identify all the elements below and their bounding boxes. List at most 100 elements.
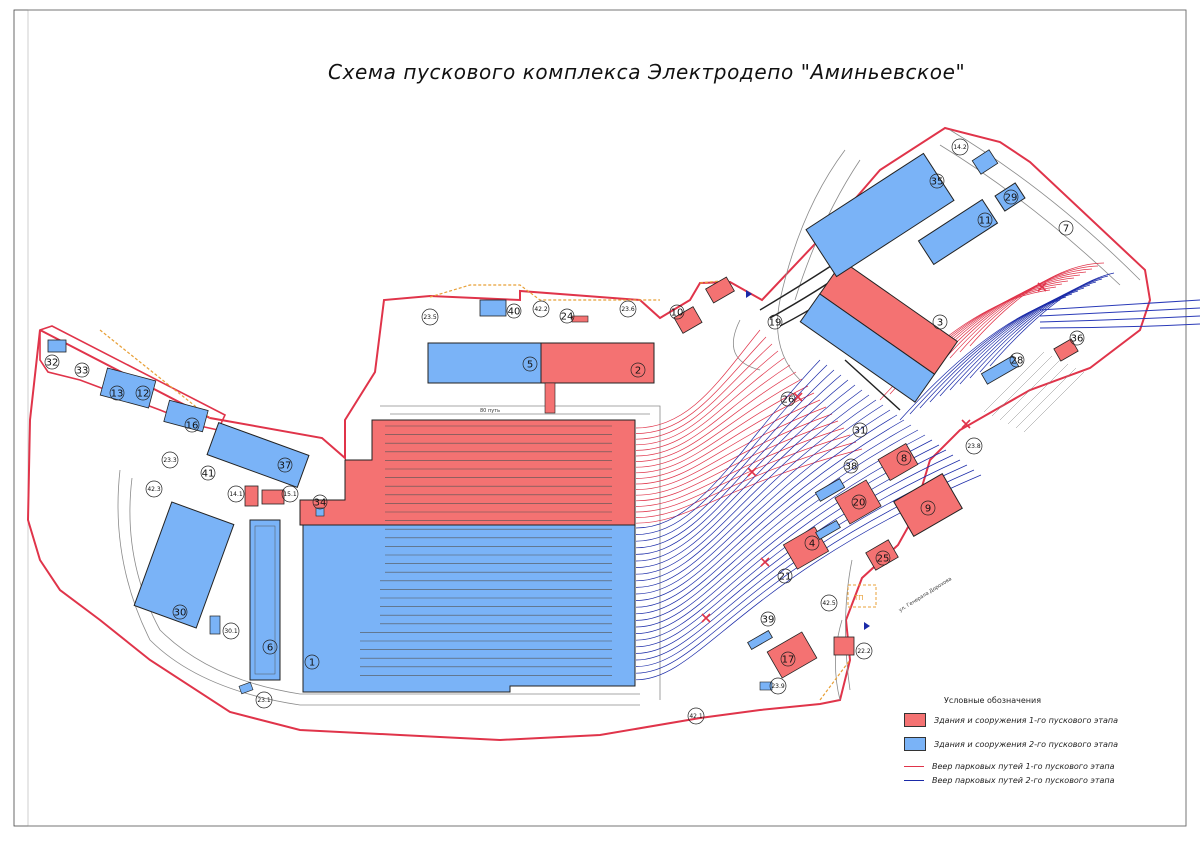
building-label-text: 30 xyxy=(174,608,187,619)
building-label: 28 xyxy=(1009,352,1025,368)
building-label: 14.2 xyxy=(951,138,969,156)
building-label-circle xyxy=(44,354,60,370)
building-10 xyxy=(673,306,703,334)
building-label: 23.3 xyxy=(161,451,179,469)
track-line-stage2 xyxy=(635,359,821,529)
legend: Условные обозначения Здания и сооружения… xyxy=(900,694,1190,794)
building-label-text: 23.1 xyxy=(257,697,271,704)
building-label: 23.1 xyxy=(255,691,273,709)
building-label-text: 34 xyxy=(314,498,327,509)
building-16-group xyxy=(163,399,209,433)
building-label-circle xyxy=(669,304,685,320)
building-label-text: 28 xyxy=(1011,356,1024,367)
building-38 xyxy=(814,478,846,502)
x-marker xyxy=(961,419,971,429)
legend-line xyxy=(904,779,924,781)
left-spur-boundary xyxy=(39,325,227,431)
building-label: 5 xyxy=(522,356,538,372)
building-label-text: 21 xyxy=(779,572,792,583)
legend-item-stage2-tracks: Веер парковых путей 2-го пускового этапа xyxy=(904,772,1115,788)
building-label: 14.1 xyxy=(227,485,245,503)
track-line-stage2 xyxy=(635,374,842,549)
track-line-stage1 xyxy=(635,427,845,507)
building-label-circle xyxy=(855,642,873,660)
building-35 xyxy=(805,152,955,278)
track-line-stage2 xyxy=(959,281,1097,385)
building-label-circle xyxy=(630,362,646,378)
building-label-text: 33 xyxy=(76,366,89,377)
building-39 xyxy=(747,629,773,651)
building-label: 34 xyxy=(312,494,328,510)
legend-line xyxy=(904,765,924,767)
building-label-text: 12 xyxy=(137,389,150,400)
building-label: 24 xyxy=(559,308,575,324)
building-label-text: 42.3 xyxy=(147,486,161,493)
flag-marker xyxy=(746,290,752,298)
building-label-text: 14.2 xyxy=(953,144,967,151)
building-label-circle xyxy=(929,173,945,189)
legend-item-stage1-tracks: Веер парковых путей 1-го пускового этапа xyxy=(904,758,1115,774)
track-line-stage2 xyxy=(635,439,933,634)
building-label-circle xyxy=(161,451,179,469)
red-x-markers xyxy=(701,282,1047,623)
x-marker xyxy=(747,467,757,477)
building-label: 38 xyxy=(843,458,859,474)
building-label-circle xyxy=(932,314,948,330)
track-line-stage1 xyxy=(635,413,833,496)
building-label-text: 42.1 xyxy=(689,713,703,720)
track-line-stage1 xyxy=(635,329,761,429)
legend-label: Веер парковых путей 2-го пускового этапа xyxy=(932,775,1115,785)
building-label: 35 xyxy=(929,173,945,189)
building-3-stage2 xyxy=(799,293,936,403)
building-11-group xyxy=(917,198,999,266)
building-label: 21 xyxy=(777,568,793,584)
track-line-stage1 xyxy=(959,265,1099,353)
building-label: 6 xyxy=(262,639,278,655)
track-line-stage2 xyxy=(635,384,856,562)
building-label-circle xyxy=(304,654,320,670)
track-line-stage1 xyxy=(635,392,815,479)
building-28 xyxy=(980,355,1020,385)
building-label: 9 xyxy=(920,500,936,516)
building-label-circle xyxy=(843,458,859,474)
flag-marker xyxy=(864,622,870,630)
building-label-circle xyxy=(109,385,125,401)
building-label-text: 1 xyxy=(309,658,315,669)
building-label-circle xyxy=(780,391,796,407)
track-line-stage2 xyxy=(635,404,884,588)
x-marker xyxy=(1037,282,1047,292)
building-3-group xyxy=(799,260,959,403)
building-10-group xyxy=(673,306,703,334)
building-label-circle xyxy=(145,480,163,498)
building-label-circle xyxy=(559,308,575,324)
legend-item-stage1-buildings: Здания и сооружения 1-го пускового этапа xyxy=(904,712,1118,728)
building-label-text: 42.5 xyxy=(822,600,836,607)
building-label: 30 xyxy=(172,604,188,620)
x-marker xyxy=(760,557,770,567)
building-label-circle xyxy=(184,417,200,433)
building-4-group xyxy=(782,526,830,570)
building-23-9-small xyxy=(759,681,773,691)
building-22-1 xyxy=(705,276,735,304)
building-label: 2 xyxy=(630,362,646,378)
building-22-2 xyxy=(833,636,855,656)
building-label: 4 xyxy=(804,535,820,551)
building-label-text: 32 xyxy=(46,358,59,369)
building-label-circle xyxy=(1069,330,1085,346)
building-label-text: 25 xyxy=(877,554,890,565)
building-29 xyxy=(994,182,1026,212)
building-label-circle xyxy=(74,362,90,378)
building-label: 12 xyxy=(135,385,151,401)
track-line-stage2 xyxy=(635,429,919,621)
track-line-stage1 xyxy=(635,371,797,462)
building-label: 22.2 xyxy=(855,642,873,660)
building-label-text: 30.1 xyxy=(224,628,238,635)
building-label: 19 xyxy=(767,314,783,330)
building-2-connector xyxy=(544,382,556,414)
legend-item-stage2-buildings: Здания и сооружения 2-го пускового этапа xyxy=(904,736,1118,752)
building-label: 29 xyxy=(1003,189,1019,205)
building-label-circle xyxy=(421,308,439,326)
building-label: 15.1 xyxy=(281,485,299,503)
building-label: 30.1 xyxy=(222,622,240,640)
building-label-text: 7 xyxy=(1063,224,1069,235)
